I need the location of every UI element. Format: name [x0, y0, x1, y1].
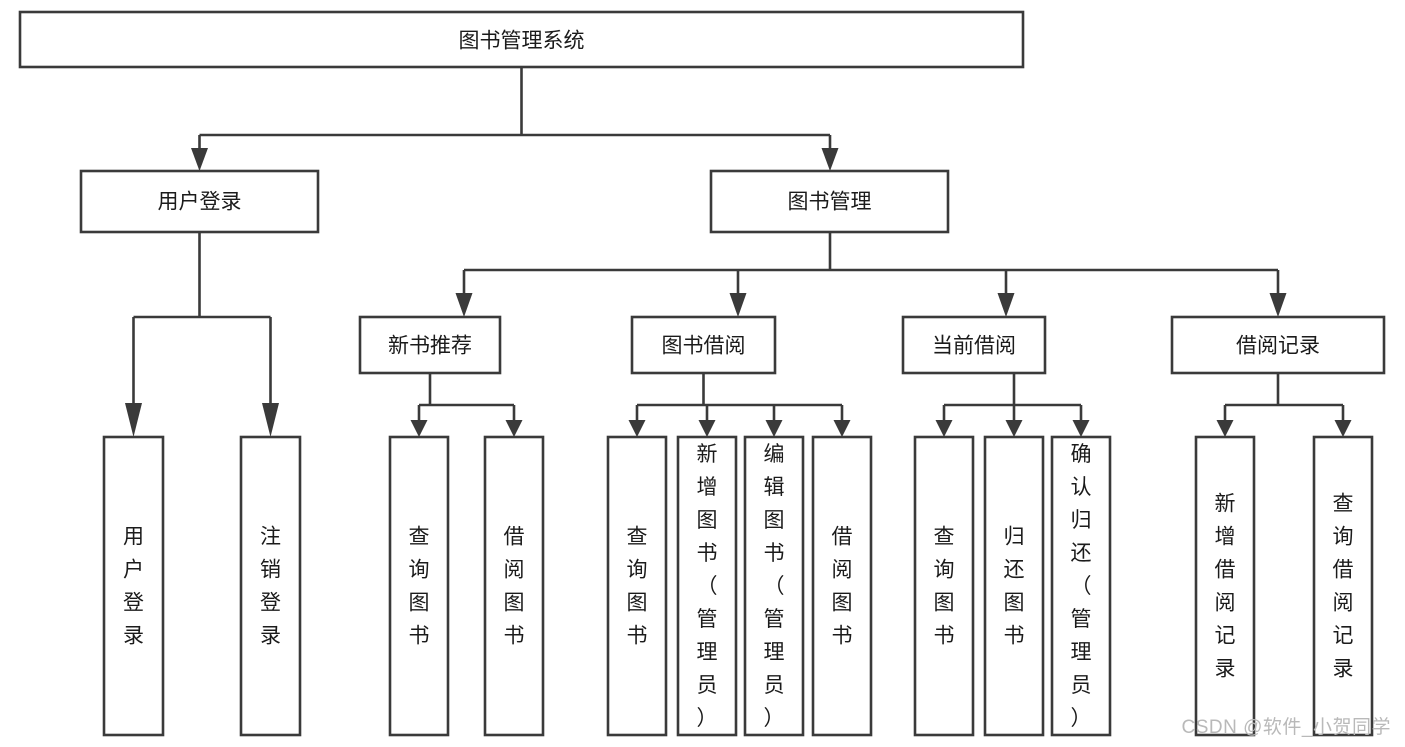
- node-leaf-edit-book-admin[interactable]: 编辑图书（管理员）: [743, 435, 805, 737]
- node-leaf-borrow-book-recommend-box: [483, 435, 545, 737]
- node-leaf-borrow-book-recommend-label: 借阅图书: [504, 525, 525, 647]
- node-leaf-query-book-current[interactable]: 查询图书: [913, 435, 975, 737]
- arrowhead-current-borrow: [997, 293, 1015, 317]
- arrowhead-leaf-query-borrow-record: [1334, 420, 1352, 437]
- node-borrow-record[interactable]: 借阅记录: [1170, 315, 1386, 375]
- node-leaf-query-borrow-record[interactable]: 查询借阅记录: [1312, 435, 1374, 737]
- node-current-borrow[interactable]: 当前借阅: [901, 315, 1047, 375]
- node-leaf-query-book-borrow-label: 查询图书: [627, 525, 648, 647]
- arrowhead-book-borrow: [729, 293, 747, 317]
- node-book-borrow-label: 图书借阅: [662, 335, 746, 358]
- node-leaf-user-login[interactable]: 用户登录: [102, 435, 165, 737]
- node-leaf-add-borrow-record[interactable]: 新增借阅记录: [1194, 435, 1256, 737]
- node-leaf-query-borrow-record-label: 查询借阅记录: [1333, 492, 1354, 680]
- node-leaf-query-book-current-box: [913, 435, 975, 737]
- node-leaf-edit-book-admin-box: [743, 435, 805, 737]
- node-new-book-recommend-label: 新书推荐: [388, 335, 472, 358]
- node-new-book-recommend[interactable]: 新书推荐: [358, 315, 502, 375]
- node-leaf-add-book-admin-box: [676, 435, 738, 737]
- arrowhead-leaf-logout: [262, 403, 279, 437]
- node-leaf-return-book-box: [983, 435, 1045, 737]
- node-leaf-query-book-recommend[interactable]: 查询图书: [388, 435, 450, 737]
- arrowhead-leaf-return-book: [1005, 420, 1023, 437]
- node-user-login-box: [79, 169, 320, 234]
- node-leaf-query-book-current-label: 查询图书: [934, 525, 955, 647]
- node-leaf-confirm-return-admin-label: 确认归还（管理员）: [1071, 443, 1092, 730]
- node-user-login[interactable]: 用户登录: [79, 169, 320, 234]
- arrowhead-leaf-query-book-borrow: [628, 420, 646, 437]
- node-user-login-label: 用户登录: [158, 191, 242, 214]
- node-leaf-user-login-label: 用户登录: [123, 525, 144, 647]
- arrowhead-borrow-record: [1269, 293, 1287, 317]
- arrowhead-leaf-confirm-return-admin: [1072, 420, 1090, 437]
- node-new-book-recommend-box: [358, 315, 502, 375]
- arrowhead-leaf-borrow-book: [833, 420, 851, 437]
- node-root[interactable]: 图书管理系统: [18, 10, 1025, 69]
- arrowhead-leaf-add-book-admin: [698, 420, 716, 437]
- node-leaf-query-borrow-record-box: [1312, 435, 1374, 737]
- node-leaf-edit-book-admin-label: 编辑图书（管理员）: [764, 443, 785, 730]
- node-leaf-add-book-admin-label: 新增图书（管理员）: [697, 443, 718, 730]
- node-book-borrow[interactable]: 图书借阅: [630, 315, 777, 375]
- node-root-label: 图书管理系统: [459, 30, 585, 53]
- node-book-manage-box: [709, 169, 950, 234]
- node-current-borrow-box: [901, 315, 1047, 375]
- node-book-manage[interactable]: 图书管理: [709, 169, 950, 234]
- node-leaf-borrow-book[interactable]: 借阅图书: [811, 435, 873, 737]
- arrowhead-book-manage: [821, 148, 839, 171]
- node-leaf-confirm-return-admin[interactable]: 确认归还（管理员）: [1050, 435, 1112, 737]
- node-leaf-borrow-book-box: [811, 435, 873, 737]
- connector-layer: [125, 67, 1352, 437]
- node-leaf-query-book-borrow[interactable]: 查询图书: [606, 435, 668, 737]
- arrowhead-leaf-add-borrow-record: [1216, 420, 1234, 437]
- arrowhead-leaf-query-book-recommend: [410, 420, 428, 437]
- arrowhead-user-login: [191, 148, 208, 171]
- node-leaf-add-borrow-record-box: [1194, 435, 1256, 737]
- node-leaf-borrow-book-label: 借阅图书: [832, 525, 853, 647]
- node-leaf-return-book[interactable]: 归还图书: [983, 435, 1045, 737]
- node-leaf-add-borrow-record-label: 新增借阅记录: [1215, 492, 1236, 680]
- node-book-borrow-box: [630, 315, 777, 375]
- node-leaf-query-book-recommend-label: 查询图书: [409, 525, 430, 647]
- node-root-box: [18, 10, 1025, 69]
- node-leaf-confirm-return-admin-box: [1050, 435, 1112, 737]
- node-leaf-user-login-box: [102, 435, 165, 737]
- arrowhead-leaf-user-login: [125, 403, 142, 437]
- node-leaf-logout-box: [239, 435, 302, 737]
- node-leaf-borrow-book-recommend[interactable]: 借阅图书: [483, 435, 545, 737]
- node-leaf-logout[interactable]: 注销登录: [239, 435, 302, 737]
- node-leaf-query-book-recommend-box: [388, 435, 450, 737]
- node-leaf-return-book-label: 归还图书: [1004, 525, 1025, 647]
- node-leaf-logout-label: 注销登录: [260, 525, 281, 647]
- node-leaf-query-book-borrow-box: [606, 435, 668, 737]
- node-borrow-record-label: 借阅记录: [1236, 335, 1320, 358]
- arrowhead-new-book-recommend: [455, 293, 473, 317]
- node-borrow-record-box: [1170, 315, 1386, 375]
- node-book-manage-label: 图书管理: [788, 191, 872, 214]
- arrowhead-leaf-borrow-book-recommend: [505, 420, 523, 437]
- arrowhead-leaf-query-book-current: [935, 420, 953, 437]
- node-leaf-add-book-admin[interactable]: 新增图书（管理员）: [676, 435, 738, 737]
- node-current-borrow-label: 当前借阅: [932, 335, 1016, 358]
- arrowhead-leaf-edit-book-admin: [765, 420, 783, 437]
